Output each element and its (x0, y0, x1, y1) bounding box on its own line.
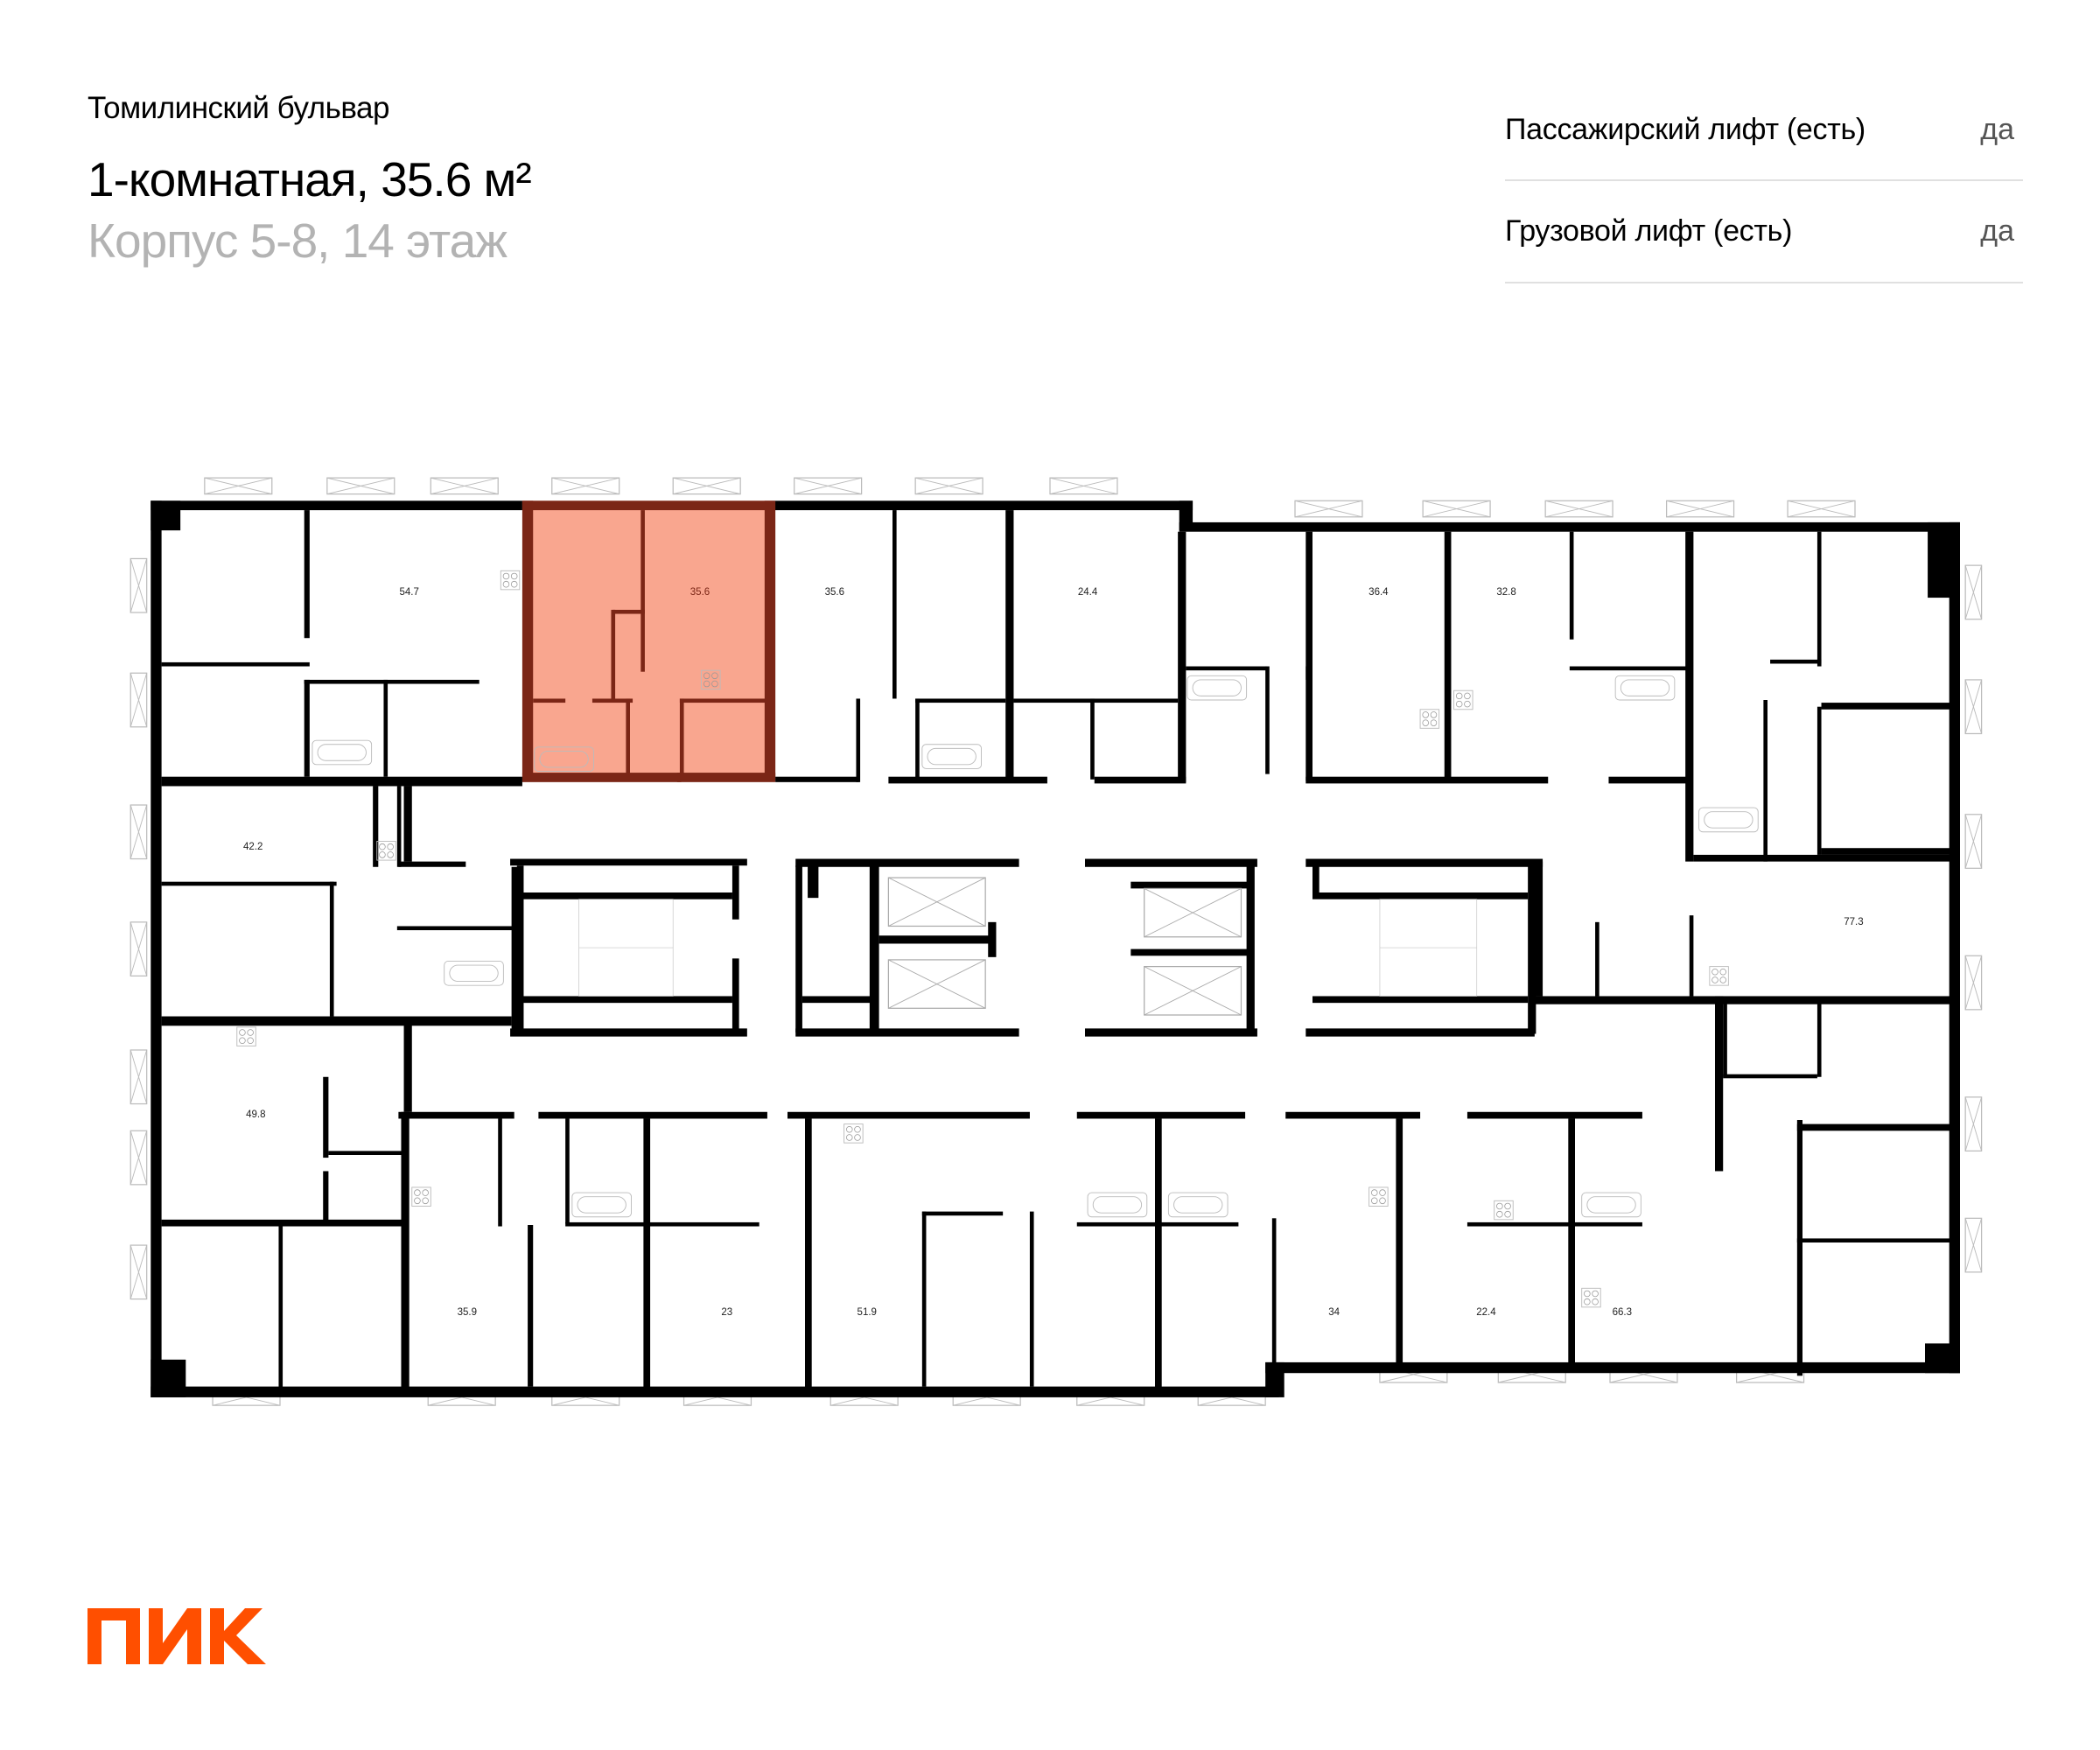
feature-freight-lift: Грузовой лифт (есть) да (1505, 181, 2023, 284)
area-label: 24.4 (1078, 587, 1098, 598)
area-label: 49.8 (246, 1110, 265, 1120)
windows-top (204, 477, 1856, 518)
feature-value: да (1980, 113, 2014, 146)
elevator-icon (1144, 887, 1242, 938)
highlighted-apartment[interactable] (522, 500, 774, 781)
apartment-title: 1-комнатная, 35.6 м² (88, 152, 532, 206)
complex-name: Томилинский бульвар (88, 91, 389, 125)
outer-walls (150, 500, 1960, 1397)
area-label-highlighted: 35.6 (690, 587, 710, 598)
feature-label: Пассажирский лифт (есть) (1505, 113, 1866, 146)
area-label: 22.4 (1476, 1307, 1496, 1318)
area-label: 34 (1328, 1307, 1340, 1318)
area-label: 23 (721, 1307, 732, 1318)
area-label: 36.4 (1368, 587, 1389, 598)
feature-label: Грузовой лифт (есть) (1505, 214, 1793, 248)
central-core (510, 858, 1544, 1037)
area-label: 66.3 (1613, 1307, 1632, 1318)
area-label: 35.9 (458, 1307, 477, 1318)
stairs-left (578, 899, 674, 997)
stairs-right (1379, 899, 1478, 997)
area-label: 42.2 (243, 842, 262, 852)
area-label: 35.6 (825, 587, 844, 598)
elevator-icon (1144, 965, 1242, 1016)
interior-walls (161, 510, 1957, 1391)
features-list: Пассажирский лифт (есть) да Грузовой лиф… (1505, 80, 2023, 284)
area-label: 51.9 (858, 1307, 877, 1318)
elevator-icon (887, 959, 986, 1009)
feature-passenger-lift: Пассажирский лифт (есть) да (1505, 80, 2023, 181)
feature-value: да (1980, 214, 2014, 248)
highlighted-apartment-walls (522, 500, 776, 782)
area-label: 54.7 (399, 587, 418, 598)
pik-logo (88, 1608, 266, 1664)
area-labels: 54.7 35.6 35.6 24.4 36.4 32.8 42.2 77.3 … (243, 587, 1864, 1318)
area-label: 32.8 (1496, 587, 1516, 598)
elevator-icon (887, 877, 986, 928)
apartment-subtitle: Корпус 5-8, 14 этаж (88, 214, 508, 268)
area-label: 77.3 (1844, 917, 1863, 928)
